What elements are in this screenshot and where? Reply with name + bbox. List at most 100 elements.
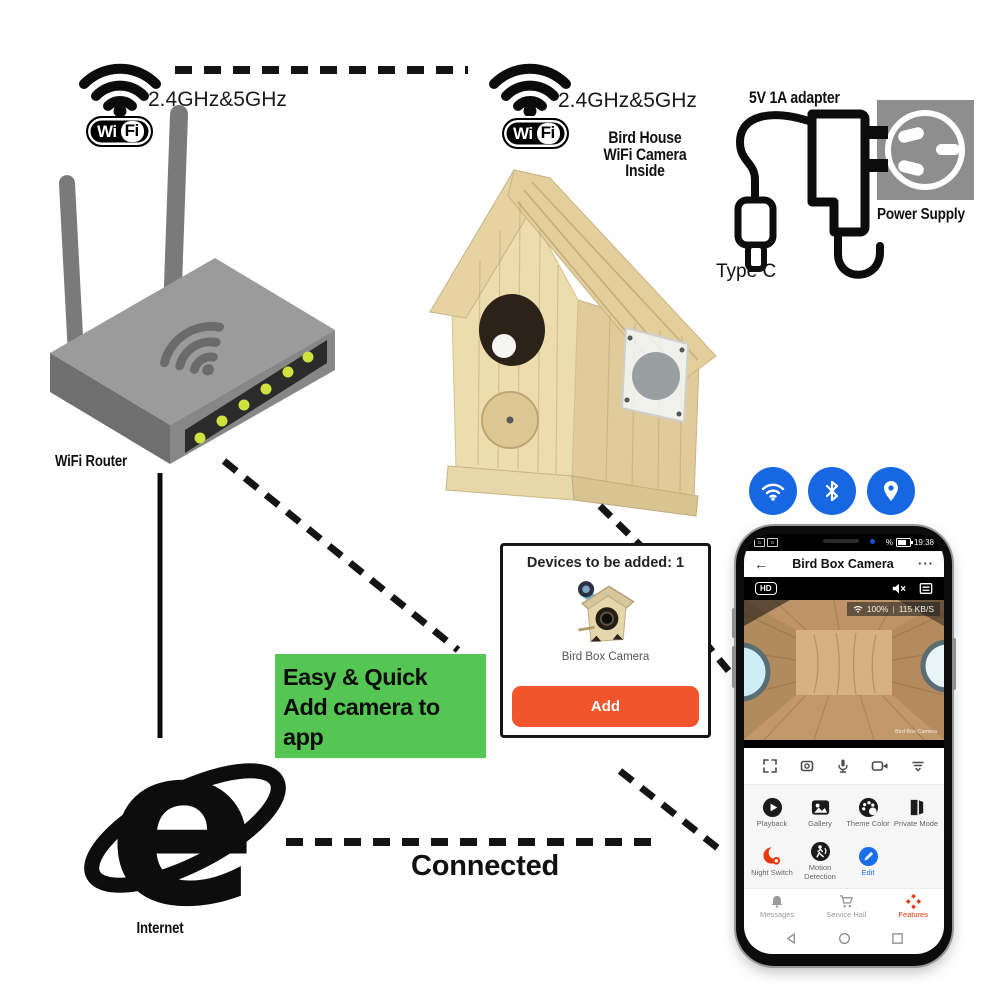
bitrate: 115 KB/S [898, 604, 934, 615]
video-toolbar: HD [744, 576, 944, 601]
feature-label: Theme Color [846, 819, 890, 829]
wifi-right-frequency: 2.4GHz&5GHz [558, 89, 697, 112]
camera-live-view: 100% | 115 KB/S Bird Box Camera [744, 599, 944, 741]
dashed-line-popup-to-connected [617, 768, 727, 856]
record-video-icon[interactable] [871, 758, 889, 774]
feature-grid: Playback Gallery Theme Color [744, 784, 944, 888]
adapter-label: 5V 1A adapter [749, 89, 840, 107]
bell-icon [771, 895, 783, 908]
earpiece-slit [823, 539, 860, 543]
night-switch-icon [762, 846, 781, 865]
wifi-signal-icon [489, 63, 571, 116]
feature-theme-color[interactable]: Theme Color [844, 789, 892, 838]
feature-motion-detection[interactable]: Motion Detection [796, 837, 844, 886]
callout-line1: Easy & Quick [283, 664, 428, 690]
feature-label: Edit [861, 867, 875, 877]
mute-icon[interactable] [892, 582, 906, 595]
tab-service-hall[interactable]: Service Hall [826, 894, 866, 919]
feature-gallery[interactable]: Gallery [796, 789, 844, 838]
bluetooth-circle-icon [808, 467, 856, 515]
caption-line: WiFi Camera [603, 145, 687, 164]
add-button-label: Add [590, 698, 621, 715]
easy-quick-callout: Easy & Quick Add camera to app [275, 654, 486, 758]
nav-recents-icon[interactable] [891, 932, 904, 945]
devices-popup: Devices to be added: 1 Bird Box Camera A… [500, 543, 711, 738]
router-wifi-logo [159, 322, 224, 376]
collapse-icon[interactable] [910, 758, 926, 774]
connected-label: Connected [410, 850, 560, 882]
wifi-signal-icon [79, 63, 161, 116]
internet-label: Internet [136, 920, 184, 937]
wifi-left-frequency: 2.4GHz&5GHz [148, 88, 287, 111]
fullscreen-icon[interactable] [762, 758, 778, 774]
android-nav-bar [744, 923, 944, 954]
feature-private-mode[interactable]: Private Mode [892, 789, 940, 838]
video-watermark: Bird Box Camera [895, 729, 937, 736]
caption-line: Bird House [608, 129, 682, 147]
wifi-badge-fi: Fi [120, 121, 144, 142]
status-time: 19:38 [913, 537, 934, 547]
video-bottom-gap [744, 740, 944, 748]
quick-action-row [744, 747, 944, 785]
popup-title: Devices to be added: 1 [526, 555, 685, 571]
feature-playback[interactable]: Playback [748, 789, 796, 838]
cart-icon [839, 895, 853, 908]
svg-text:e: e [108, 733, 257, 923]
wifi-badge-wi: Wi [513, 123, 533, 143]
stream-list-icon[interactable] [919, 582, 933, 595]
app-title-bar: ← Bird Box Camera ··· [744, 550, 944, 577]
back-arrow-icon[interactable]: ← [754, 555, 768, 572]
popup-device-name: Bird Box Camera [561, 651, 650, 663]
internet-explorer-logo: e [84, 733, 286, 923]
wifi-badge-fi: Fi [536, 123, 560, 144]
signal-icon [853, 606, 863, 613]
wifi-logo-badge: Wi Fi [502, 118, 569, 149]
battery-icon [895, 538, 913, 547]
tab-features[interactable]: Features [898, 893, 928, 919]
dashed-line-router-to-popup [221, 458, 461, 653]
stats-divider: | [892, 604, 895, 615]
router-antenna [58, 175, 84, 357]
wifi-badge-wi: Wi [97, 121, 117, 141]
wifi-logo-badge: Wi Fi [86, 116, 153, 147]
power-supply-label: Power Supply [877, 206, 965, 223]
birdhouse-photo [429, 169, 717, 517]
add-device-button[interactable]: Add [512, 686, 699, 727]
nav-back-icon[interactable] [785, 932, 798, 945]
edit-icon [858, 846, 878, 866]
phone-side-button[interactable] [952, 638, 956, 690]
microphone-icon[interactable] [835, 758, 851, 774]
bird-box-camera-thumbnail [577, 581, 635, 643]
phone-side-button[interactable] [732, 646, 736, 688]
bottom-tab-bar: Messages Service Hall F [744, 887, 944, 924]
birdhouse-caption: Bird House WiFi Camera Inside [594, 130, 696, 180]
more-menu-icon[interactable]: ··· [918, 556, 934, 572]
playback-icon [762, 798, 782, 818]
type-c-label: Type C [716, 261, 777, 282]
feature-edit[interactable]: Edit [844, 837, 892, 886]
feature-label: Night Switch [751, 867, 793, 877]
feature-label: Playback [756, 819, 788, 829]
app-title: Bird Box Camera [792, 556, 894, 571]
nav-home-icon[interactable] [838, 932, 851, 945]
battery-percent-sign: % [885, 537, 893, 547]
feature-label: Gallery [808, 819, 832, 829]
birdhouse-interior-view [744, 599, 944, 741]
signal-percent: 100% [866, 604, 889, 615]
caption-line: Inside [625, 162, 665, 180]
power-adapter-drawing [734, 100, 974, 279]
tab-messages[interactable]: Messages [760, 894, 794, 919]
theme-color-icon [858, 798, 878, 818]
tab-label: Features [898, 909, 928, 919]
phone-side-button[interactable] [732, 608, 736, 638]
private-mode-icon [910, 800, 923, 816]
motion-detection-icon [810, 842, 830, 862]
screenshot-icon[interactable] [799, 758, 815, 774]
hd-quality-badge[interactable]: HD [755, 581, 777, 595]
feature-night-switch[interactable]: Night Switch [748, 837, 796, 886]
